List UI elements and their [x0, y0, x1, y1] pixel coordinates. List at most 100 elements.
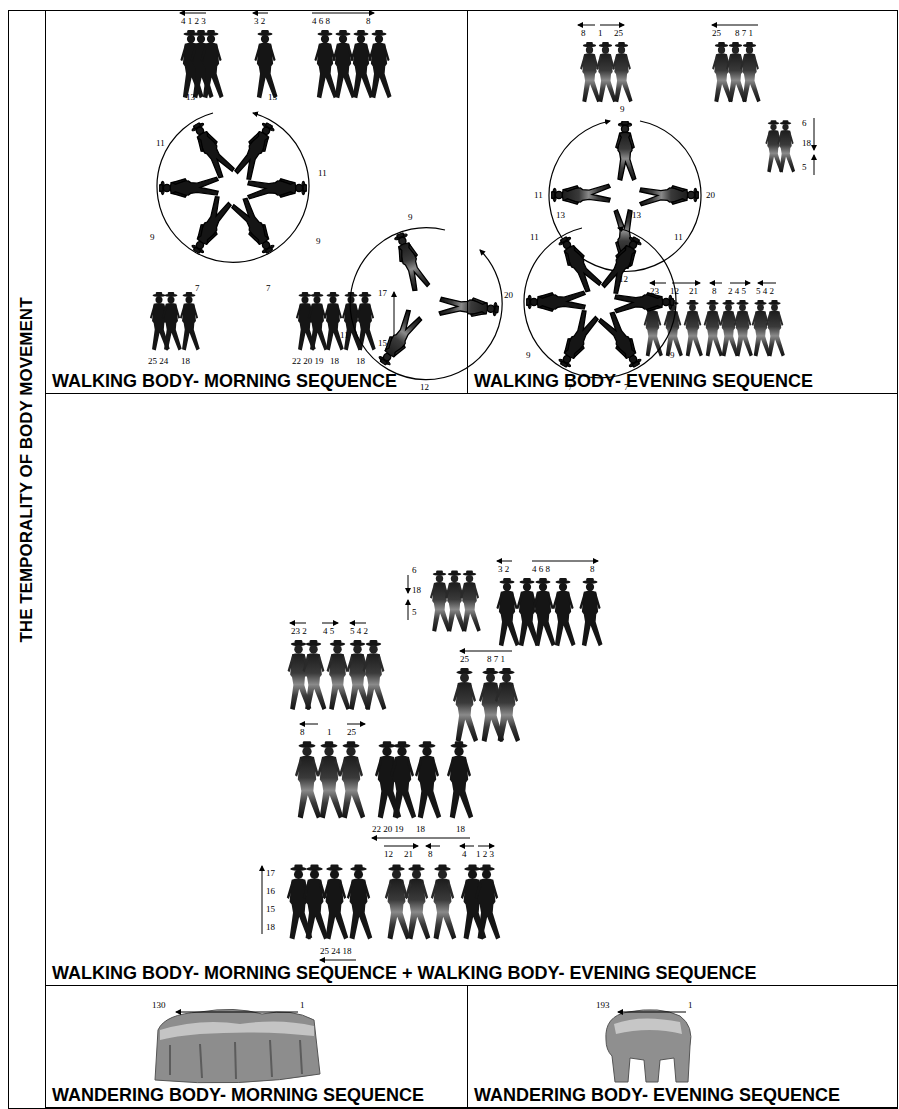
sequence-number: 17 [266, 868, 275, 878]
sequence-number: 1 [688, 1000, 693, 1010]
sequence-number: 6 [802, 118, 807, 128]
combined-arrows [262, 561, 598, 960]
sequence-number: 13 [632, 210, 641, 220]
frame-lines [9, 11, 898, 1109]
combined-arrows [460, 846, 474, 847]
sequence-number: 1 [598, 28, 603, 38]
morning-walkers [356, 292, 376, 350]
evening-walkers [596, 42, 616, 102]
sequence-number: 18 [456, 824, 465, 834]
combined-walkers [453, 668, 478, 742]
combined-circles [439, 295, 500, 320]
sequence-number: 18 [356, 356, 365, 366]
panel-heading: WANDERING BODY- EVENING SEQUENCE [474, 1085, 840, 1105]
sequence-number: 7 [624, 382, 629, 392]
sequence-number: 25 24 18 [320, 946, 352, 956]
morning-circle [232, 119, 279, 180]
sequence-number: 16 [266, 886, 275, 896]
morning-circle [159, 177, 218, 197]
combined-walkers [431, 865, 456, 940]
evening-arrows [650, 283, 666, 284]
sequence-number: 4 6 8 [532, 564, 550, 574]
combined-walkers [347, 865, 372, 940]
sequence-number: 20 [706, 190, 715, 200]
sequence-panel: WANDERING BODY- MORNING SEQUENCE [45, 985, 468, 1108]
combined-walkers [339, 741, 365, 818]
sequence-number: 20 [504, 290, 513, 300]
sequence-number: 5 4 2 [350, 626, 368, 636]
combined-walkers [460, 571, 481, 632]
morning-arrows [253, 13, 268, 14]
sequence-number: 9 [150, 232, 155, 242]
sequence-number: 25 [460, 654, 469, 664]
sequence-number: 5 [412, 607, 417, 617]
combined-walkers [287, 571, 603, 940]
evening-arrows [578, 25, 595, 26]
combined-circles [554, 309, 601, 370]
sequence-number: 5 4 2 [756, 286, 774, 296]
sequence-number: 25 [614, 28, 623, 38]
morning-arrows [180, 13, 394, 336]
combined-walkers [415, 741, 441, 818]
combined-walkers [552, 578, 575, 646]
panel-heading: WALKING BODY- MORNING SEQUENCE + WALKING… [52, 963, 757, 983]
sequence-number: 12 [619, 274, 628, 284]
evening-walkers [766, 300, 785, 356]
sequence-number: 4 1 2 3 [181, 16, 206, 26]
sequence-number: 1 [300, 1000, 305, 1010]
evening-circle [616, 121, 636, 180]
sequence-number: 2 4 5 [728, 286, 746, 296]
sequence-number: 18 [266, 922, 275, 932]
sequence-number: 11 [534, 190, 543, 200]
evening-arrows [712, 25, 758, 26]
sequence-number: 8 7 1 [735, 28, 753, 38]
combined-walkers [390, 741, 416, 818]
sequence-number: 7 [568, 382, 573, 392]
wandering-morning-figure [170, 1040, 302, 1079]
combined-walkers [323, 865, 348, 940]
combined-walkers [317, 741, 343, 818]
sequence-number: 23 [650, 286, 659, 296]
frame-lines [9, 11, 898, 1109]
sequence-number: 4 [462, 849, 467, 859]
morning-walkers [332, 30, 355, 98]
combined-walkers [303, 640, 327, 710]
sequence-panel: WALKING BODY- EVENING SEQUENCE [467, 10, 898, 394]
morning-arrows [180, 13, 206, 14]
combined-circles [615, 293, 674, 313]
sequence-number: 22 20 19 [292, 356, 324, 366]
evening-arrows [672, 283, 700, 284]
combined-circles [526, 291, 585, 311]
evening-walkers [734, 300, 753, 356]
morning-walkers [368, 30, 391, 98]
combined-walkers [447, 741, 473, 818]
sequence-number: 11 [530, 232, 539, 242]
sequence-number: 9 [620, 104, 625, 114]
combined-arrows [290, 623, 306, 624]
combined-circles [524, 228, 676, 378]
evening-walkers [740, 42, 760, 102]
combined-walkers [532, 578, 555, 646]
morning-circle [231, 196, 278, 257]
sequence-number: 9 [526, 350, 531, 360]
sequence-panel: WALKING BODY- MORNING SEQUENCE [45, 10, 468, 394]
sequence-number: 25 [347, 727, 356, 737]
sequence-number: 15 [378, 338, 387, 348]
panel-heading: WANDERING BODY- MORNING SEQUENCE [52, 1085, 424, 1105]
wandering-morning-figure [155, 1009, 320, 1082]
sequence-number: 8 7 1 [487, 654, 505, 664]
morning-circle [157, 113, 309, 262]
wandering-morning-figure [155, 1009, 320, 1082]
evening-circle [640, 186, 699, 206]
combined-circles [350, 228, 502, 380]
sequence-number: 8 [366, 16, 371, 26]
morning-walkers [254, 30, 277, 98]
sequence-number: 18 [181, 356, 190, 366]
evening-walkers [664, 300, 683, 356]
sequence-number: 22 20 19 [372, 824, 404, 834]
combined-circles [598, 310, 645, 371]
sequence-number: 11 [340, 330, 349, 340]
combined-walkers [385, 865, 410, 940]
side-title: THE TEMPORALITY OF BODY MOVEMENT [18, 297, 36, 642]
